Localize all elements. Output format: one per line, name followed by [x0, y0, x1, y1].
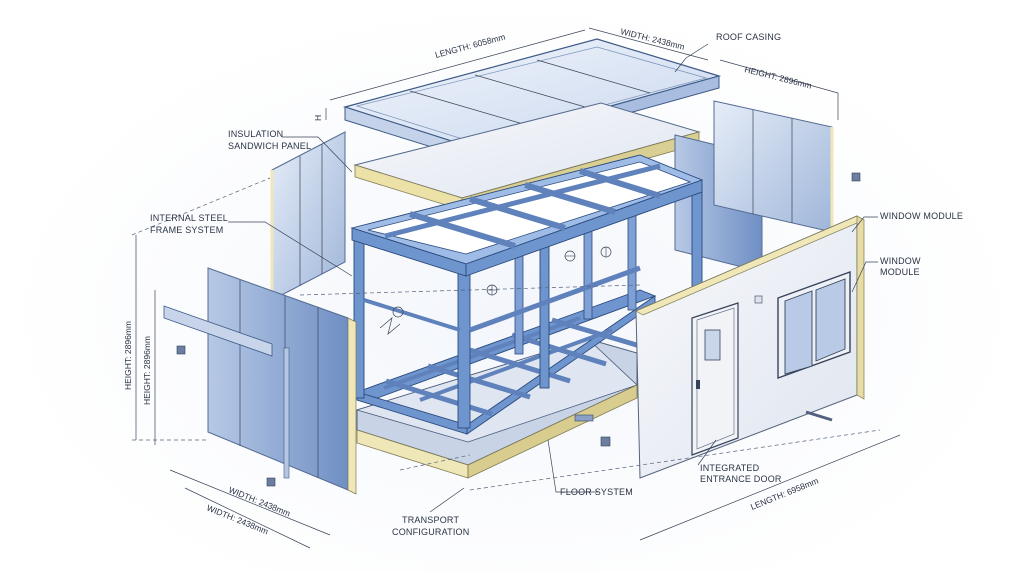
- back-left-wall-panel: [270, 131, 346, 301]
- dim-length-top: LENGTH: 6058mm: [434, 32, 506, 60]
- label-door-line2: ENTRANCE DOOR: [700, 474, 782, 484]
- light-switch-icon: [754, 295, 763, 304]
- dim-height-left-2: HEIGHT: 2896mm: [142, 336, 152, 405]
- window-frame: [777, 271, 851, 379]
- fastener-icon: [600, 436, 611, 447]
- dim-height-right: HEIGHT: 2896mm: [744, 64, 813, 90]
- label-insulation-line1: INSULATION: [228, 129, 283, 139]
- entrance-door: [691, 302, 739, 456]
- label-window-module-2-line2: MODULE: [880, 267, 920, 277]
- left-front-wall-panel: [163, 267, 357, 495]
- dimension-lines: [131, 27, 901, 549]
- label-transport-line1: TRANSPORT: [402, 515, 459, 525]
- label-roof-casing: ROOF CASING: [716, 32, 781, 42]
- right-front-wall-panel: [600, 215, 865, 479]
- dim-width-bottom-2: WIDTH: 2438mm: [205, 503, 270, 537]
- label-transport-line2: CONFIGURATION: [392, 527, 469, 537]
- dim-roof-thickness: H: [313, 115, 323, 121]
- label-floor-system: FLOOR SYSTEM: [560, 487, 633, 497]
- label-steel-line2: FRAME SYSTEM: [150, 225, 223, 235]
- label-window-module-1: WINDOW MODULE: [880, 211, 963, 221]
- internal-steel-frame: [350, 154, 704, 435]
- fastener-icon: [266, 477, 276, 487]
- weld-symbol-icon: [392, 306, 404, 318]
- label-insulation-line2: SANDWICH PANEL: [228, 141, 311, 151]
- fastener-icon: [851, 172, 861, 182]
- fastener-icon: [176, 345, 186, 355]
- door-handle-icon: [696, 380, 700, 389]
- dim-height-left-1: HEIGHT: 2896mm: [123, 321, 133, 390]
- label-steel-line1: INTERNAL STEEL: [150, 213, 228, 223]
- label-door-line1: INTEGRATED: [700, 463, 760, 473]
- label-window-module-2-line1: WINDOW: [880, 256, 921, 266]
